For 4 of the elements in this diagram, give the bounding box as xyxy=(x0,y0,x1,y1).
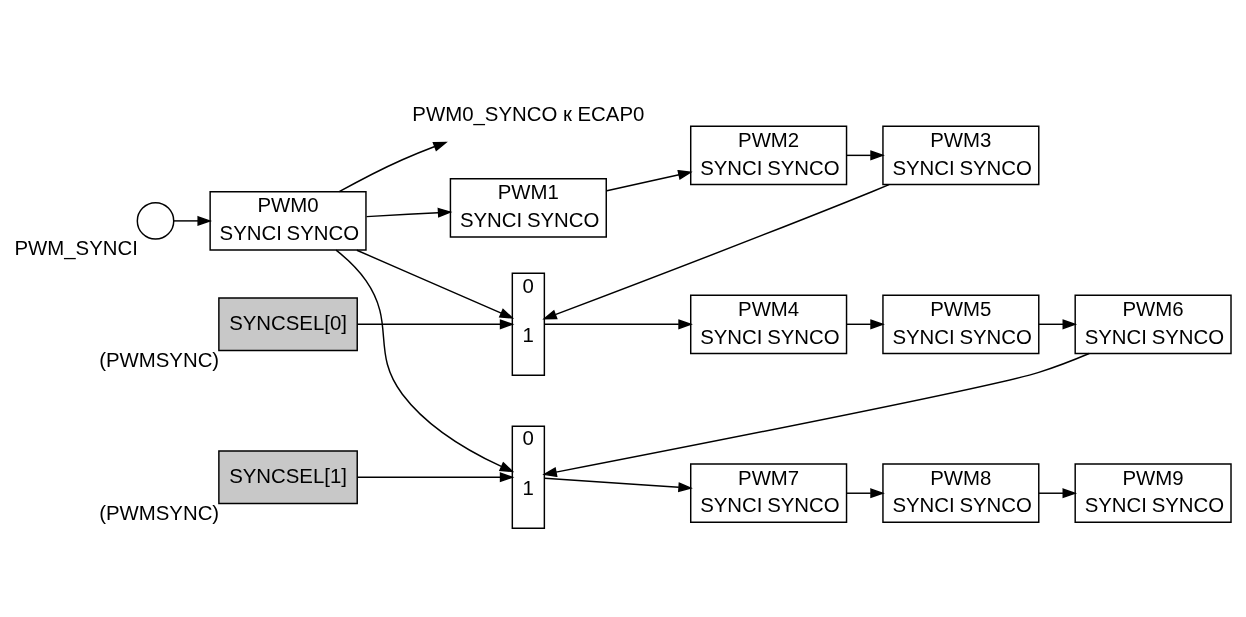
node-label: PWM_SYNCI xyxy=(14,236,138,259)
node-label: (PWMSYNC) xyxy=(99,501,220,524)
node-text: PWM0_SYNCO к ECAP0 xyxy=(412,102,645,125)
node-label: (PWMSYNC) xyxy=(99,348,220,371)
